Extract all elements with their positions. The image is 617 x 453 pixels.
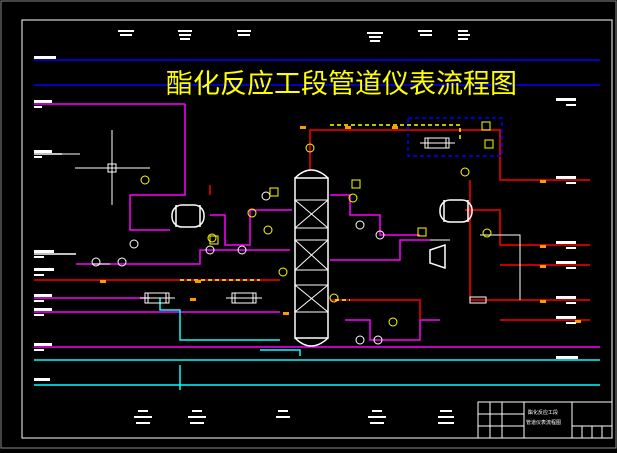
reaction-column — [294, 169, 329, 347]
heat-exchangers — [140, 137, 487, 304]
pumps — [91, 191, 385, 345]
utility-lines — [34, 59, 600, 86]
crosshair — [75, 130, 150, 205]
right-labels — [556, 98, 578, 359]
feed-piping — [129, 104, 440, 341]
instrument-bubbles — [140, 121, 494, 327]
flow-markers — [100, 126, 581, 323]
drawing-border — [21, 19, 613, 439]
title-block-name-line2: 管道仪表流程图 — [526, 420, 562, 426]
diagram-title: 酯化反应工段管道仪表流程图 — [166, 69, 517, 100]
title-block-name-line1: 酯化反应工段 — [528, 410, 559, 416]
water-piping — [159, 298, 301, 390]
signal-lines — [180, 124, 461, 301]
title-block — [477, 401, 613, 439]
top-labels — [118, 30, 470, 42]
left-labels — [34, 56, 56, 381]
misc-piping — [62, 153, 521, 300]
condenser-loop — [407, 117, 503, 157]
steam-piping — [209, 129, 590, 321]
bottom-labels — [134, 410, 454, 424]
compressor — [429, 243, 446, 270]
vessels — [171, 199, 473, 228]
